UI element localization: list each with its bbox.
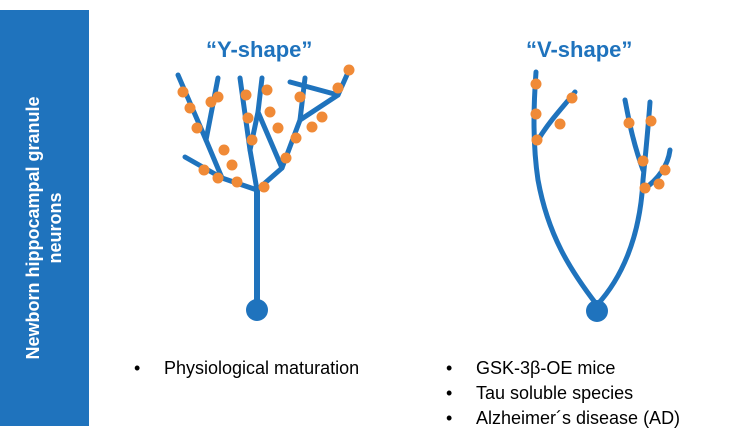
y-shape-neuron <box>175 65 353 321</box>
spine <box>306 121 318 133</box>
spine <box>531 134 543 146</box>
spine <box>272 122 284 134</box>
y-spines <box>177 64 355 193</box>
y-dendrite <box>255 75 285 171</box>
spine <box>198 164 210 176</box>
spine <box>566 92 578 104</box>
spine <box>294 91 306 103</box>
y-dendrite <box>203 75 221 143</box>
spine <box>530 78 542 90</box>
spine <box>242 112 254 124</box>
spine <box>264 106 276 118</box>
spine <box>645 115 657 127</box>
spine <box>659 164 671 176</box>
spine <box>231 176 243 188</box>
v-shape-note-1: GSK-3β-OE mice <box>446 356 680 381</box>
spine <box>653 178 665 190</box>
spine <box>623 117 635 129</box>
spine <box>240 89 252 101</box>
v-shape-neuron <box>531 69 673 322</box>
spine <box>343 64 355 76</box>
v-shape-note-2: Tau soluble species <box>446 381 680 406</box>
v-spines <box>530 78 671 194</box>
spine <box>554 118 566 130</box>
y-soma <box>246 299 268 321</box>
spine <box>332 82 344 94</box>
y-shape-notes: Physiological maturation <box>134 356 359 381</box>
v-dendrite <box>594 99 653 308</box>
spine <box>637 155 649 167</box>
spine <box>191 122 203 134</box>
v-shape-notes: GSK-3β-OE miceTau soluble speciesAlzheim… <box>446 356 680 431</box>
spine <box>177 86 189 98</box>
spine <box>261 84 273 96</box>
spine <box>316 111 328 123</box>
spine <box>246 134 258 146</box>
y-dendrite <box>287 79 341 98</box>
v-shape-title: “V-shape” <box>526 37 633 62</box>
y-shape-title: “Y-shape” <box>206 37 313 62</box>
spine <box>218 144 230 156</box>
spine <box>258 181 270 193</box>
v-soma <box>586 300 608 322</box>
spine <box>226 159 238 171</box>
spine <box>290 132 302 144</box>
spine <box>184 102 196 114</box>
v-dendrite <box>531 69 600 308</box>
side-band: Newborn hippocampal granule neurons <box>0 10 89 426</box>
v-shape-note-3: Alzheimer´s disease (AD) <box>446 406 680 431</box>
y-shape-note-1: Physiological maturation <box>134 356 359 381</box>
spine <box>212 172 224 184</box>
spine <box>280 152 292 164</box>
spine <box>639 182 651 194</box>
spine <box>212 91 224 103</box>
spine <box>530 108 542 120</box>
